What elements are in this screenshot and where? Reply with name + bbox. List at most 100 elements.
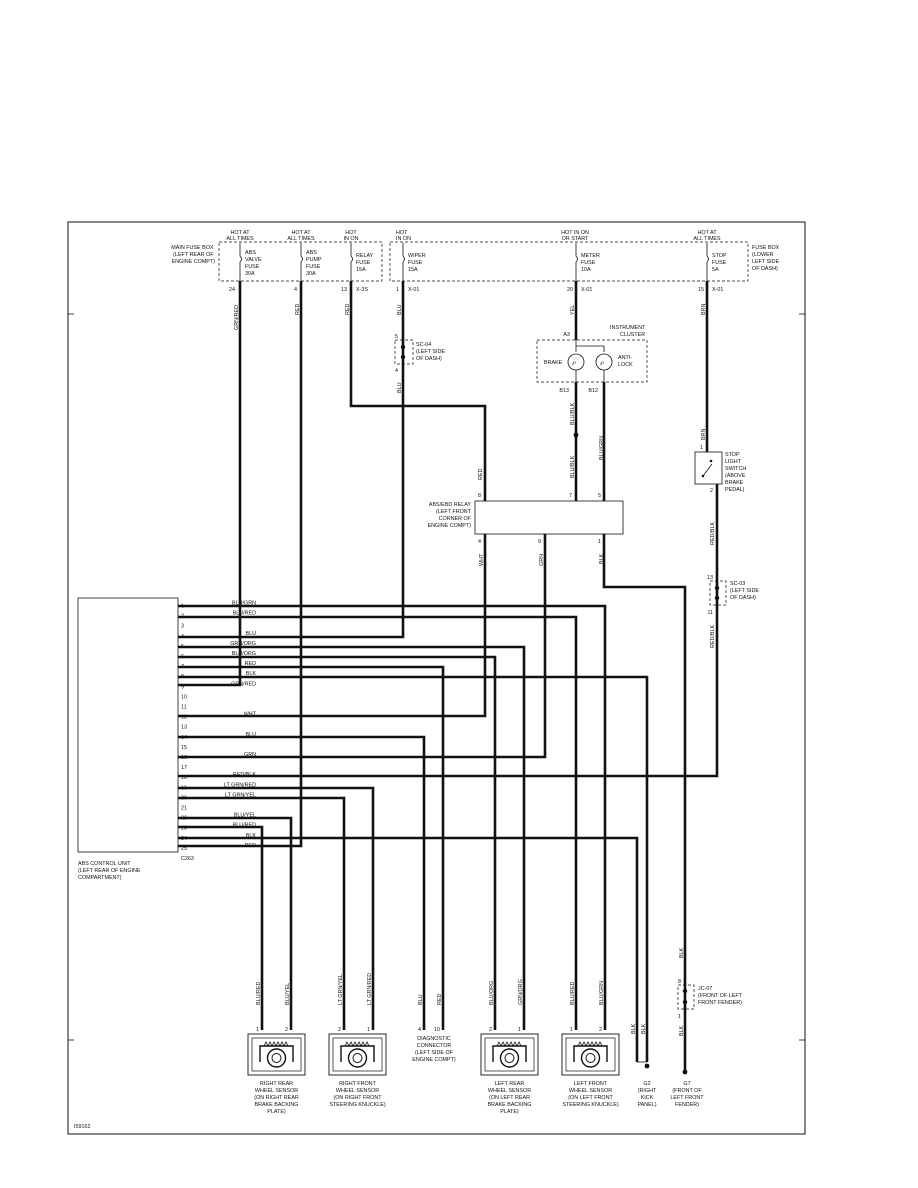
wire-label-red: RED bbox=[345, 304, 351, 315]
wire-label-brn: BRN bbox=[701, 304, 707, 315]
ground-icon bbox=[682, 1069, 688, 1075]
svg-text:9: 9 bbox=[538, 539, 541, 545]
svg-text:5: 5 bbox=[395, 334, 398, 340]
wire-red-pump bbox=[178, 281, 303, 848]
svg-text:4: 4 bbox=[294, 287, 297, 293]
ecu-pin-wire-color: RED bbox=[245, 661, 256, 667]
svg-text:8: 8 bbox=[678, 979, 681, 985]
dash-fuse-box-label: FUSE BOX (LOWER LEFT SIDE OF DASH) bbox=[752, 245, 781, 272]
ecu-pin-wire-color: WHT bbox=[244, 712, 257, 718]
wire-grn bbox=[178, 534, 547, 759]
svg-text:BLU/BLK: BLU/BLK bbox=[570, 402, 576, 425]
svg-text:BLK: BLK bbox=[631, 1023, 637, 1034]
svg-text:8: 8 bbox=[478, 493, 481, 499]
sensor-pin-number: 1 bbox=[256, 1027, 259, 1033]
svg-text:11: 11 bbox=[707, 610, 713, 616]
svg-text:GRN: GRN bbox=[539, 554, 545, 566]
wire-blu-yel bbox=[178, 816, 293, 1030]
sensor-wire-color: BLU/YEL bbox=[285, 983, 291, 1005]
ecu-pin-number: 15 bbox=[181, 745, 187, 751]
sensor-pin-number: 2 bbox=[489, 1027, 492, 1033]
wire-red-diag bbox=[178, 665, 445, 1030]
sensor-pin-number: 1 bbox=[367, 1027, 370, 1033]
svg-text:BLU: BLU bbox=[397, 382, 403, 393]
svg-text:4: 4 bbox=[395, 368, 398, 374]
ecu-pin-number: 21 bbox=[181, 806, 187, 812]
svg-text:BLK: BLK bbox=[679, 947, 685, 958]
wire-label-grn-red: GRN/RED bbox=[234, 305, 240, 330]
ecu-pin-number: 3 bbox=[181, 624, 184, 630]
ecu-pin-number: 17 bbox=[181, 765, 187, 771]
svg-text:BLU/GRN: BLU/GRN bbox=[599, 436, 605, 460]
svg-text:15: 15 bbox=[698, 287, 704, 293]
sensor-wire-color: LT GRN/YEL bbox=[338, 974, 344, 1005]
ecu-pin-number: 25 bbox=[181, 846, 187, 852]
svg-text:B12: B12 bbox=[588, 388, 598, 394]
ecu-pin-number: 18 bbox=[181, 775, 187, 781]
svg-text:1: 1 bbox=[700, 445, 703, 451]
sensor-wire-color: LT GRN/RED bbox=[367, 973, 373, 1005]
wire-red-blk-stop bbox=[178, 484, 719, 778]
ecu-pin-wire-color: BLU bbox=[246, 732, 257, 738]
svg-text:4: 4 bbox=[418, 1027, 421, 1033]
ecu-pin-number: 11 bbox=[181, 705, 187, 711]
ecu-pin-wire-color: BLU/YEL bbox=[234, 813, 256, 819]
sensor-coil-icon bbox=[580, 1048, 601, 1068]
main-fuse-box-label: MAIN FUSE BOX (LEFT REAR OF ENGINE COMPT… bbox=[171, 245, 215, 265]
svg-text:RED/BLK: RED/BLK bbox=[710, 522, 716, 545]
ground-icon bbox=[644, 1063, 650, 1069]
svg-text:BLU: BLU bbox=[418, 994, 424, 1005]
svg-text:13: 13 bbox=[707, 575, 713, 581]
sensor-wire-color: BLU/RED bbox=[570, 982, 576, 1005]
svg-text:X-01: X-01 bbox=[712, 287, 723, 293]
wire-label-red: RED bbox=[295, 304, 301, 315]
wire-label-blu: BLU bbox=[397, 304, 403, 315]
svg-text:BLU/BLK: BLU/BLK bbox=[570, 455, 576, 478]
svg-text:1: 1 bbox=[396, 287, 399, 293]
svg-text:2: 2 bbox=[710, 488, 713, 494]
ecu-pin-wire-color: GRN/RED bbox=[231, 681, 256, 687]
ecu-pin-wire-color: BLK bbox=[246, 833, 257, 839]
sensor-wire-color: BLU/RED bbox=[256, 982, 262, 1005]
figure-id: I59162 bbox=[74, 1124, 91, 1130]
svg-text:℘: ℘ bbox=[600, 360, 604, 366]
sensor-wire-color: BLU/ORG bbox=[489, 981, 495, 1005]
wire-blu-grn bbox=[178, 604, 607, 1030]
ecu-pin-number: 23 bbox=[181, 826, 187, 832]
svg-text:ANTI-LOCK: ANTI-LOCK bbox=[618, 355, 633, 368]
svg-text:RED: RED bbox=[478, 469, 484, 480]
svg-text:1: 1 bbox=[678, 1014, 681, 1020]
wire-blu-diag bbox=[178, 735, 426, 1030]
svg-text:7: 7 bbox=[569, 493, 572, 499]
svg-text:ABS CONTROL UNIT(LEFT REAR OF: ABS CONTROL UNIT(LEFT REAR OF ENGINECOMP… bbox=[78, 861, 141, 881]
svg-text:BLK: BLK bbox=[641, 1023, 647, 1034]
ecu-pin-number: 9 bbox=[181, 684, 184, 690]
wire-red-relay bbox=[349, 281, 487, 501]
ecu-pin-number: 10 bbox=[181, 694, 187, 700]
ecu-pin-wire-color: BLU/RED bbox=[233, 611, 256, 617]
sensor-pin-number: 2 bbox=[285, 1027, 288, 1033]
